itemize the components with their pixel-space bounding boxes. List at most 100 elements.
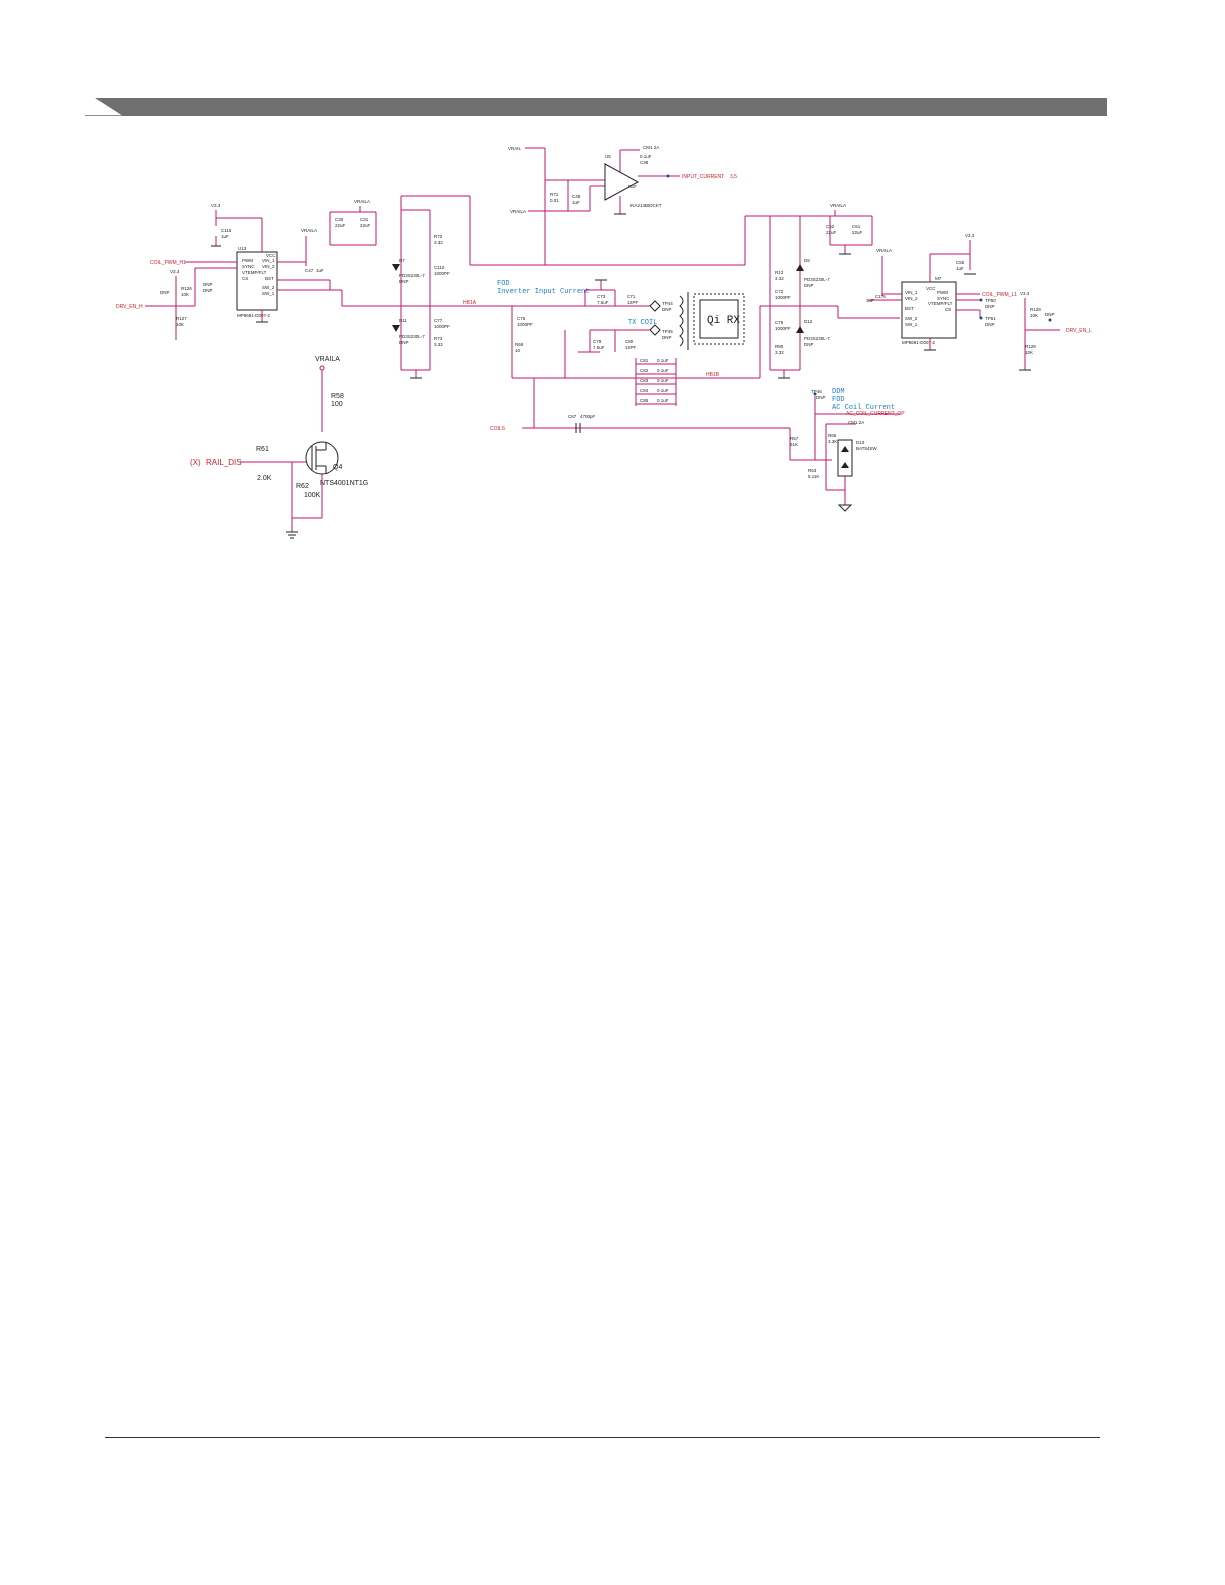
net-hbib[interactable]: HB1B [706, 372, 720, 378]
d12-ref: D12 [804, 319, 813, 324]
v33-right[interactable]: V3.3 [965, 233, 975, 238]
m7-pin-sw1: SW_1 [905, 322, 918, 327]
m7-pin-cs: CS [945, 307, 951, 312]
net-drv-en-l[interactable]: DRV_EN_L [1066, 328, 1092, 334]
tp45-ref: TP45 [662, 329, 673, 334]
tp44-pad[interactable] [649, 300, 661, 312]
v33-right-2[interactable]: V3.3 [1020, 291, 1030, 296]
c116-ref: C116 [221, 228, 232, 233]
r62-ref: R62 [296, 483, 309, 490]
d13-diode-a [841, 446, 849, 452]
u5-ref-pin: REF [628, 184, 637, 189]
d12-diode[interactable] [796, 326, 804, 333]
u13-pin-sw1: SW_1 [262, 291, 275, 296]
tp45-pad[interactable] [649, 324, 661, 336]
c75-val: 1000PF [517, 322, 533, 327]
net-coil-pwm-l[interactable]: COIL_PWM_L1 [982, 292, 1017, 298]
r71-ref: R71 [550, 192, 559, 197]
vraila-sense[interactable]: VRAILA [510, 209, 526, 214]
note-tx-coil: TX COIL [628, 319, 657, 327]
net-ac-coil-current[interactable]: AC_COIL_CURRENT_OP [846, 411, 905, 417]
qi-rx-receiver[interactable] [699, 299, 739, 339]
c67-ref: C67 [568, 414, 577, 419]
r61-val: 2.0K [257, 475, 272, 482]
m7-pin-sync: SYNC [937, 296, 950, 301]
vraila-u13[interactable]: VRAILA [301, 228, 317, 233]
c47-ref: C47 [305, 268, 314, 273]
note-fod: FOD [497, 280, 510, 288]
u5-ref: U5 [605, 154, 611, 159]
u13-chip[interactable] [236, 251, 278, 311]
c30-ref: C30 [335, 217, 344, 222]
tp46-pad[interactable] [813, 392, 817, 396]
r73-ref: R73 [434, 336, 443, 341]
tp46-dnp: DNP [816, 395, 826, 400]
tp-drv-en-l[interactable] [1048, 318, 1052, 322]
tp50-pad[interactable] [979, 298, 983, 302]
r129-val: 10K [1025, 350, 1033, 355]
c71-val: 1SPF [627, 300, 639, 305]
d11-part: PD3S230L-7 [399, 334, 425, 339]
d12-dnp: DNP [804, 342, 814, 347]
tp-input-current[interactable] [666, 174, 670, 178]
tx-coil-primary[interactable] [679, 295, 684, 347]
r58-val: 100 [331, 401, 343, 408]
d13-body[interactable] [837, 439, 853, 477]
tp51-pad[interactable] [979, 316, 983, 320]
cap-bank-val: 0.1uF [657, 398, 669, 403]
dnp-left-2: DNP [203, 288, 213, 293]
u13-pin-bst: BST [265, 276, 274, 281]
net-rail-dis[interactable]: RAIL_DIS [206, 458, 242, 467]
v33-left-2[interactable]: V3.3 [170, 269, 180, 274]
c55-val: 1uF [956, 266, 964, 271]
u5-amplifier[interactable] [604, 163, 640, 201]
c80-ref: C80 [625, 339, 634, 344]
c176-val: 1uF [866, 298, 874, 303]
r72-ref: R72 [434, 234, 443, 239]
c62-ref: C62 [826, 224, 835, 229]
cap-bank-val: 0.1uF [657, 388, 669, 393]
c110-ref: C110 [434, 265, 445, 270]
r62-val: 100K [304, 492, 321, 499]
m7-pin-pwm: PWM [937, 290, 948, 295]
r73-val: 3.32 [434, 342, 443, 347]
c47-val: 1uF [316, 268, 324, 273]
d8-diode[interactable] [796, 264, 804, 271]
d7-diode[interactable] [392, 264, 400, 271]
r58-ref: R58 [331, 393, 344, 400]
u13-pin-vcc: VCC [266, 253, 276, 258]
c73-val: 7.5uF [597, 300, 609, 305]
cap-bank-ref: C84 [640, 388, 649, 393]
net-drv-en-h[interactable]: DRV_EN_H [116, 304, 143, 310]
d11-diode[interactable] [392, 325, 400, 332]
q4-ref: Q4 [333, 464, 342, 471]
d7-ref: D7 [399, 258, 405, 263]
c79-ref: C79 [593, 339, 602, 344]
r128-val: 10K [1030, 313, 1038, 318]
net-coils[interactable]: COILS [490, 426, 506, 432]
net-coil-pwm-h[interactable]: COIL_PWM_H1 [150, 260, 186, 266]
cap-bank-val: 0.1uF [657, 378, 669, 383]
vraila-q4[interactable]: VRAILA [315, 356, 340, 363]
q4-part: NTS4001NT1G [320, 480, 368, 487]
m7-pin-vtemp: VTEMP/FLT [928, 301, 953, 306]
tp46-ref: TP46 [811, 389, 822, 394]
c31-val: 22uF [360, 223, 371, 228]
u13-pin-vtemp: VTEMP/FLT [242, 270, 267, 275]
vraila-m7[interactable]: VRAILA [876, 248, 892, 253]
r128-ref: R128 [1030, 307, 1041, 312]
vrail-net[interactable]: VRAIL [508, 146, 522, 151]
net-cm12-top[interactable]: CM1.2A [643, 145, 659, 150]
tp50-dnp: DNP [985, 304, 995, 309]
v33-left[interactable]: V3.3 [211, 203, 221, 208]
net-input-current[interactable]: INPUT_CURRENT [682, 174, 724, 180]
net-hbia[interactable]: HB1A [463, 300, 477, 306]
u13-part: MP8691-D007-2 [237, 313, 271, 318]
vraila-right[interactable]: VRAILA [830, 203, 846, 208]
r69-val: 10 [515, 348, 521, 353]
c30-val: 22uF [335, 223, 346, 228]
r65-val: 3.3K [828, 439, 837, 444]
vraila-left[interactable]: VRAILA [354, 199, 370, 204]
m7-pin-vcc: VCC [926, 286, 936, 291]
net-cm12-bottom[interactable]: CM1.2A [848, 420, 864, 425]
